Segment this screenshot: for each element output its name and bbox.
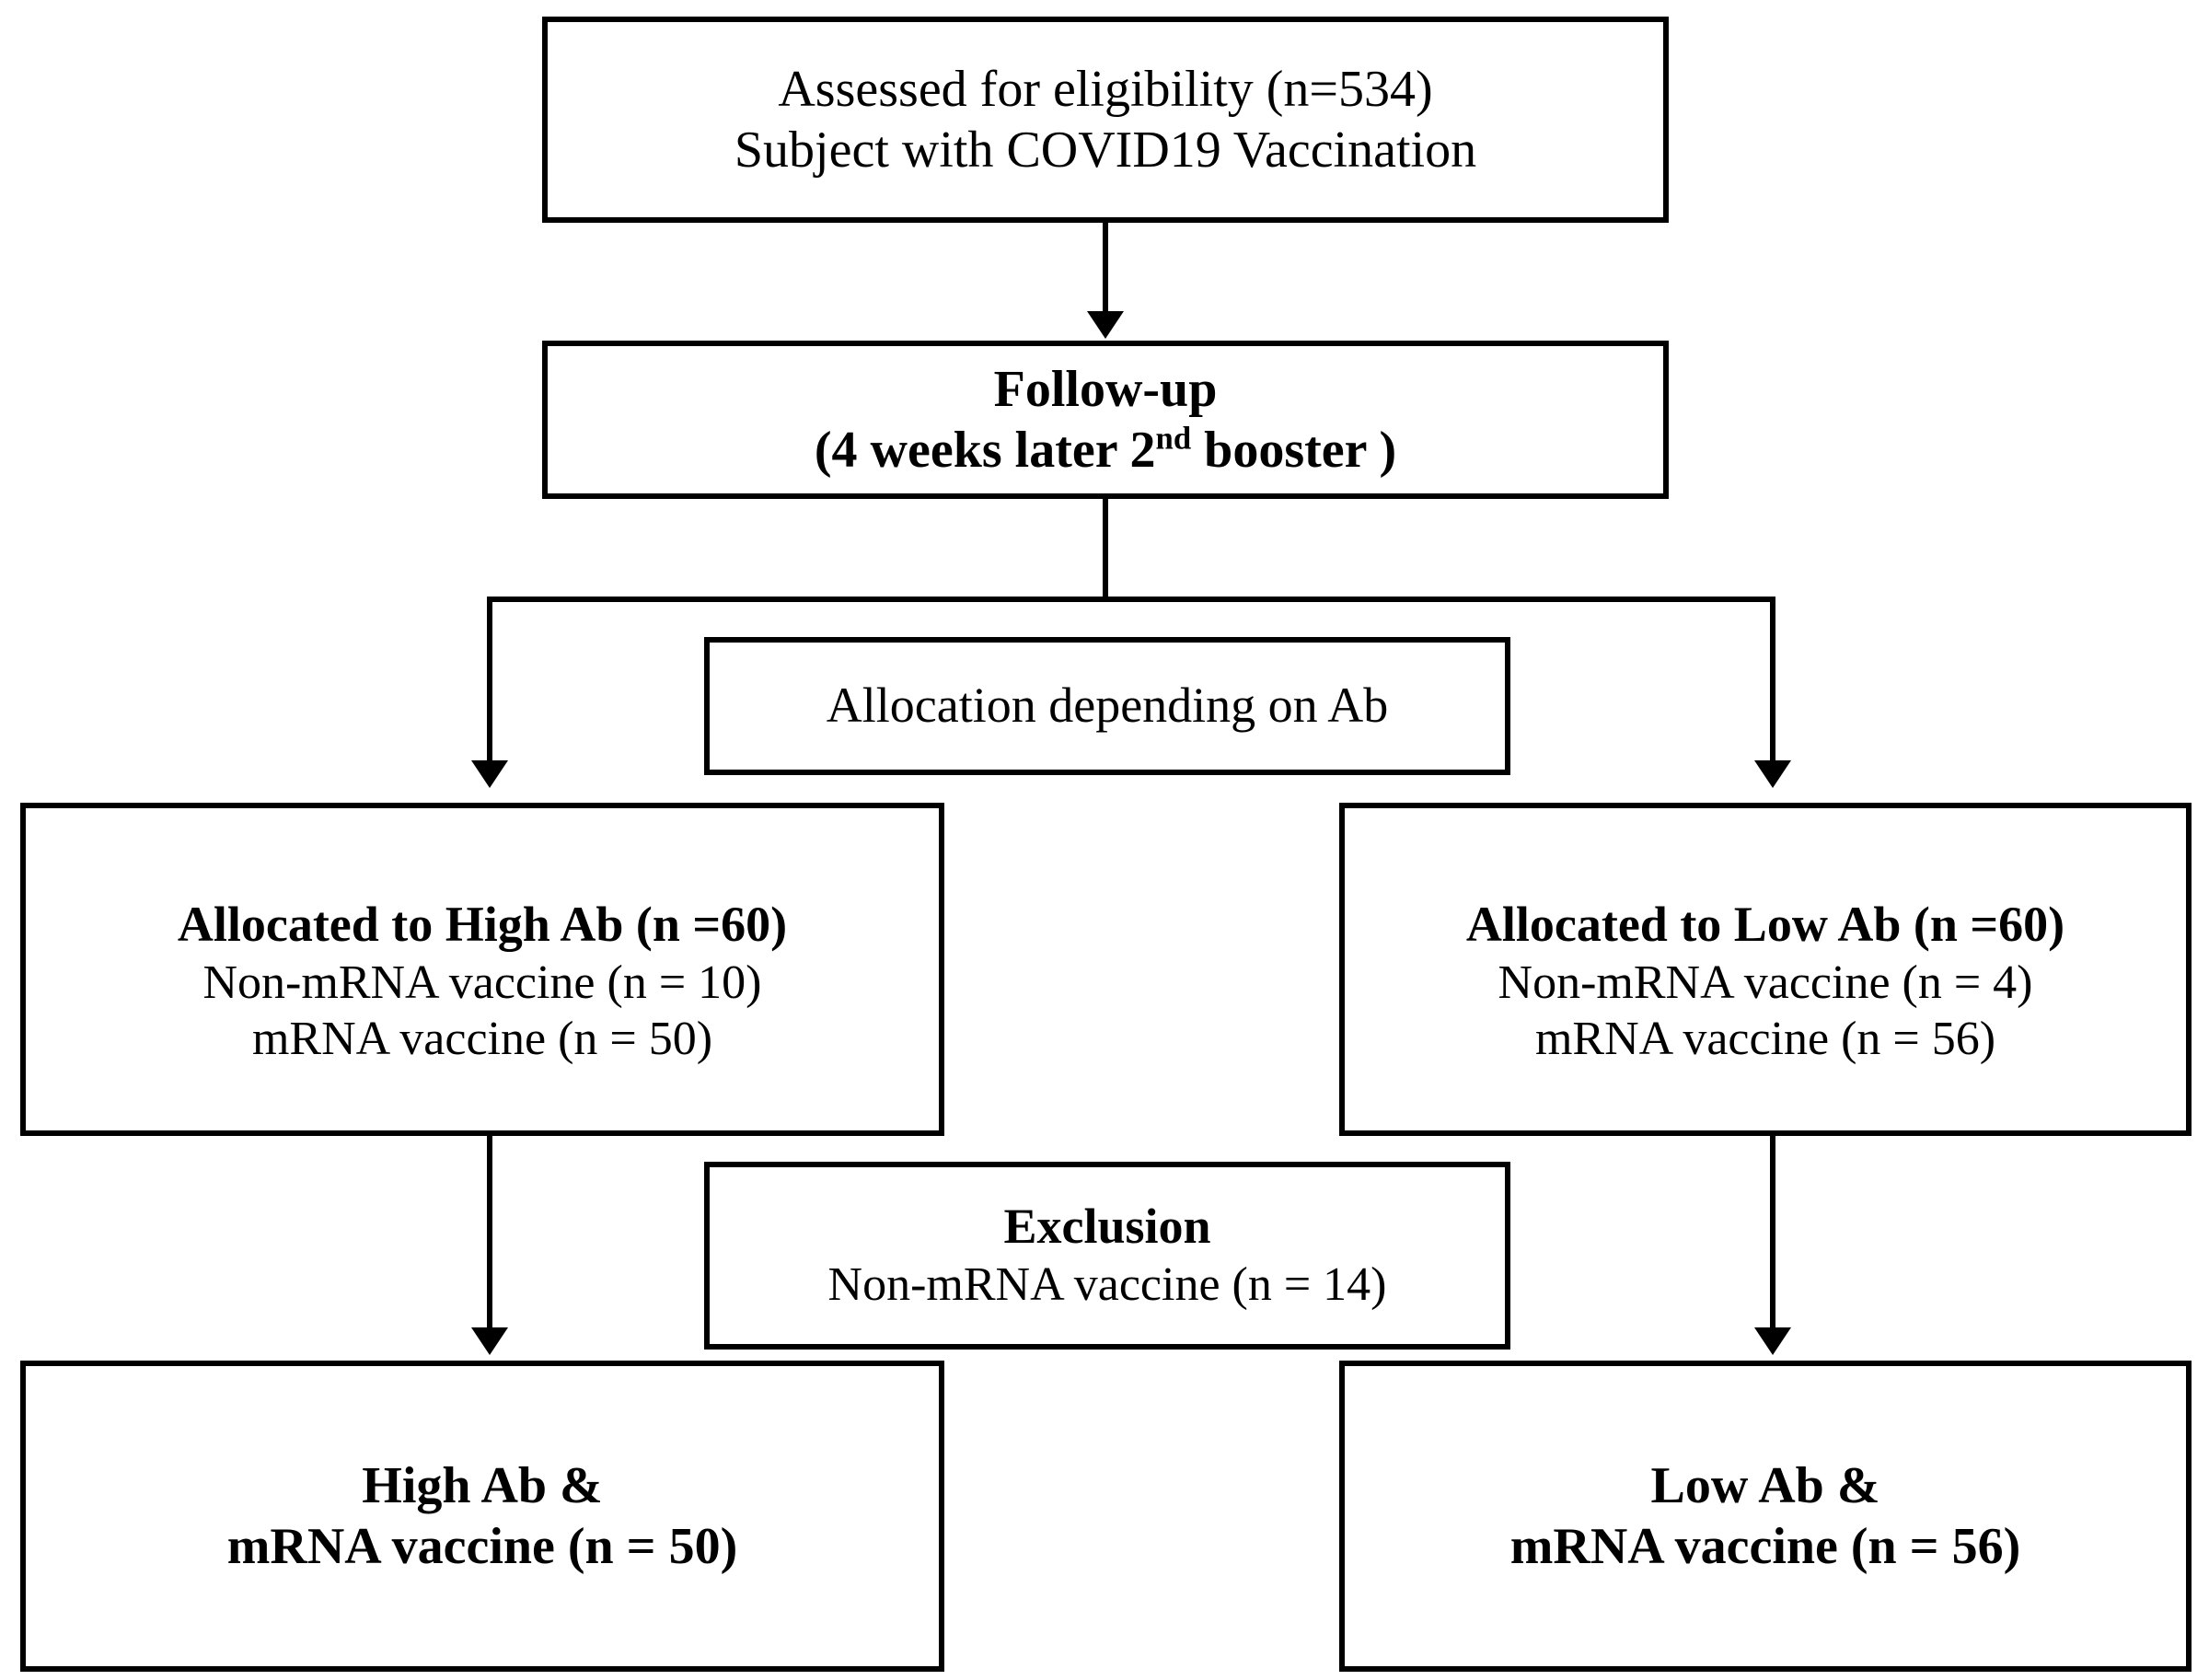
- connector-split-horizontal-bar: [487, 597, 1775, 602]
- assessed-line-1: Assessed for eligibility (n=534): [778, 60, 1433, 118]
- low-allocation-heading: Allocated to Low Ab (n =60): [1465, 896, 2065, 952]
- low-allocation-non-mrna: Non-mRNA vaccine (n = 4): [1498, 956, 2033, 1009]
- low-final-line-2: mRNA vaccine (n = 56): [1509, 1518, 2021, 1575]
- connector-assessed-to-followup-line: [1103, 223, 1108, 313]
- exclusion-non-mrna: Non-mRNA vaccine (n = 14): [827, 1258, 1387, 1312]
- high-final-line-2: mRNA vaccine (n = 50): [226, 1518, 738, 1575]
- assessed-line-2: Subject with COVID19 Vaccination: [734, 122, 1477, 179]
- high-allocation-mrna: mRNA vaccine (n = 50): [251, 1012, 713, 1065]
- node-allocation-label: Allocation depending on Ab: [704, 637, 1510, 775]
- connector-split-to-high-allocation-arrowhead: [471, 760, 508, 788]
- followup-line-2: (4 weeks later 2nd booster ): [815, 420, 1396, 481]
- connector-split-right-drop: [1770, 597, 1775, 764]
- node-high-ab-mrna-final: High Ab & mRNA vaccine (n = 50): [20, 1361, 944, 1672]
- low-final-line-1: Low Ab &: [1650, 1456, 1880, 1514]
- connector-followup-trunk: [1103, 499, 1108, 600]
- exclusion-heading: Exclusion: [1003, 1199, 1211, 1255]
- connector-low-allocation-to-final-line: [1770, 1136, 1775, 1331]
- node-low-ab-allocation: Allocated to Low Ab (n =60) Non-mRNA vac…: [1339, 803, 2192, 1136]
- connector-split-to-low-allocation-arrowhead: [1754, 760, 1791, 788]
- connector-low-allocation-to-final-arrowhead: [1754, 1327, 1791, 1355]
- high-allocation-heading: Allocated to High Ab (n =60): [177, 896, 788, 952]
- followup-line-2-after: booster ): [1191, 422, 1397, 479]
- high-final-line-1: High Ab &: [362, 1456, 603, 1514]
- followup-line-2-superscript: nd: [1155, 420, 1192, 457]
- connector-assessed-to-followup-arrowhead: [1087, 311, 1124, 339]
- followup-line-1: Follow-up: [993, 360, 1218, 418]
- followup-line-2-before: (4 weeks later 2: [814, 422, 1156, 479]
- node-high-ab-allocation: Allocated to High Ab (n =60) Non-mRNA va…: [20, 803, 944, 1136]
- low-allocation-body: Allocated to Low Ab (n =60) Non-mRNA vac…: [1466, 872, 2064, 1067]
- low-allocation-mrna: mRNA vaccine (n = 56): [1534, 1012, 1996, 1065]
- high-allocation-body: Allocated to High Ab (n =60) Non-mRNA va…: [178, 872, 787, 1067]
- node-low-ab-mrna-final: Low Ab & mRNA vaccine (n = 56): [1339, 1361, 2192, 1672]
- connector-high-allocation-to-final-line: [487, 1136, 492, 1331]
- connector-split-left-drop: [487, 597, 492, 764]
- allocation-label-text: Allocation depending on Ab: [826, 678, 1389, 734]
- connector-high-allocation-to-final-arrowhead: [471, 1327, 508, 1355]
- node-assessed-for-eligibility: Assessed for eligibility (n=534) Subject…: [542, 17, 1669, 223]
- high-allocation-non-mrna: Non-mRNA vaccine (n = 10): [202, 956, 762, 1009]
- node-exclusion: Exclusion Non-mRNA vaccine (n = 14): [704, 1162, 1510, 1350]
- node-followup: Follow-up (4 weeks later 2nd booster ): [542, 341, 1669, 499]
